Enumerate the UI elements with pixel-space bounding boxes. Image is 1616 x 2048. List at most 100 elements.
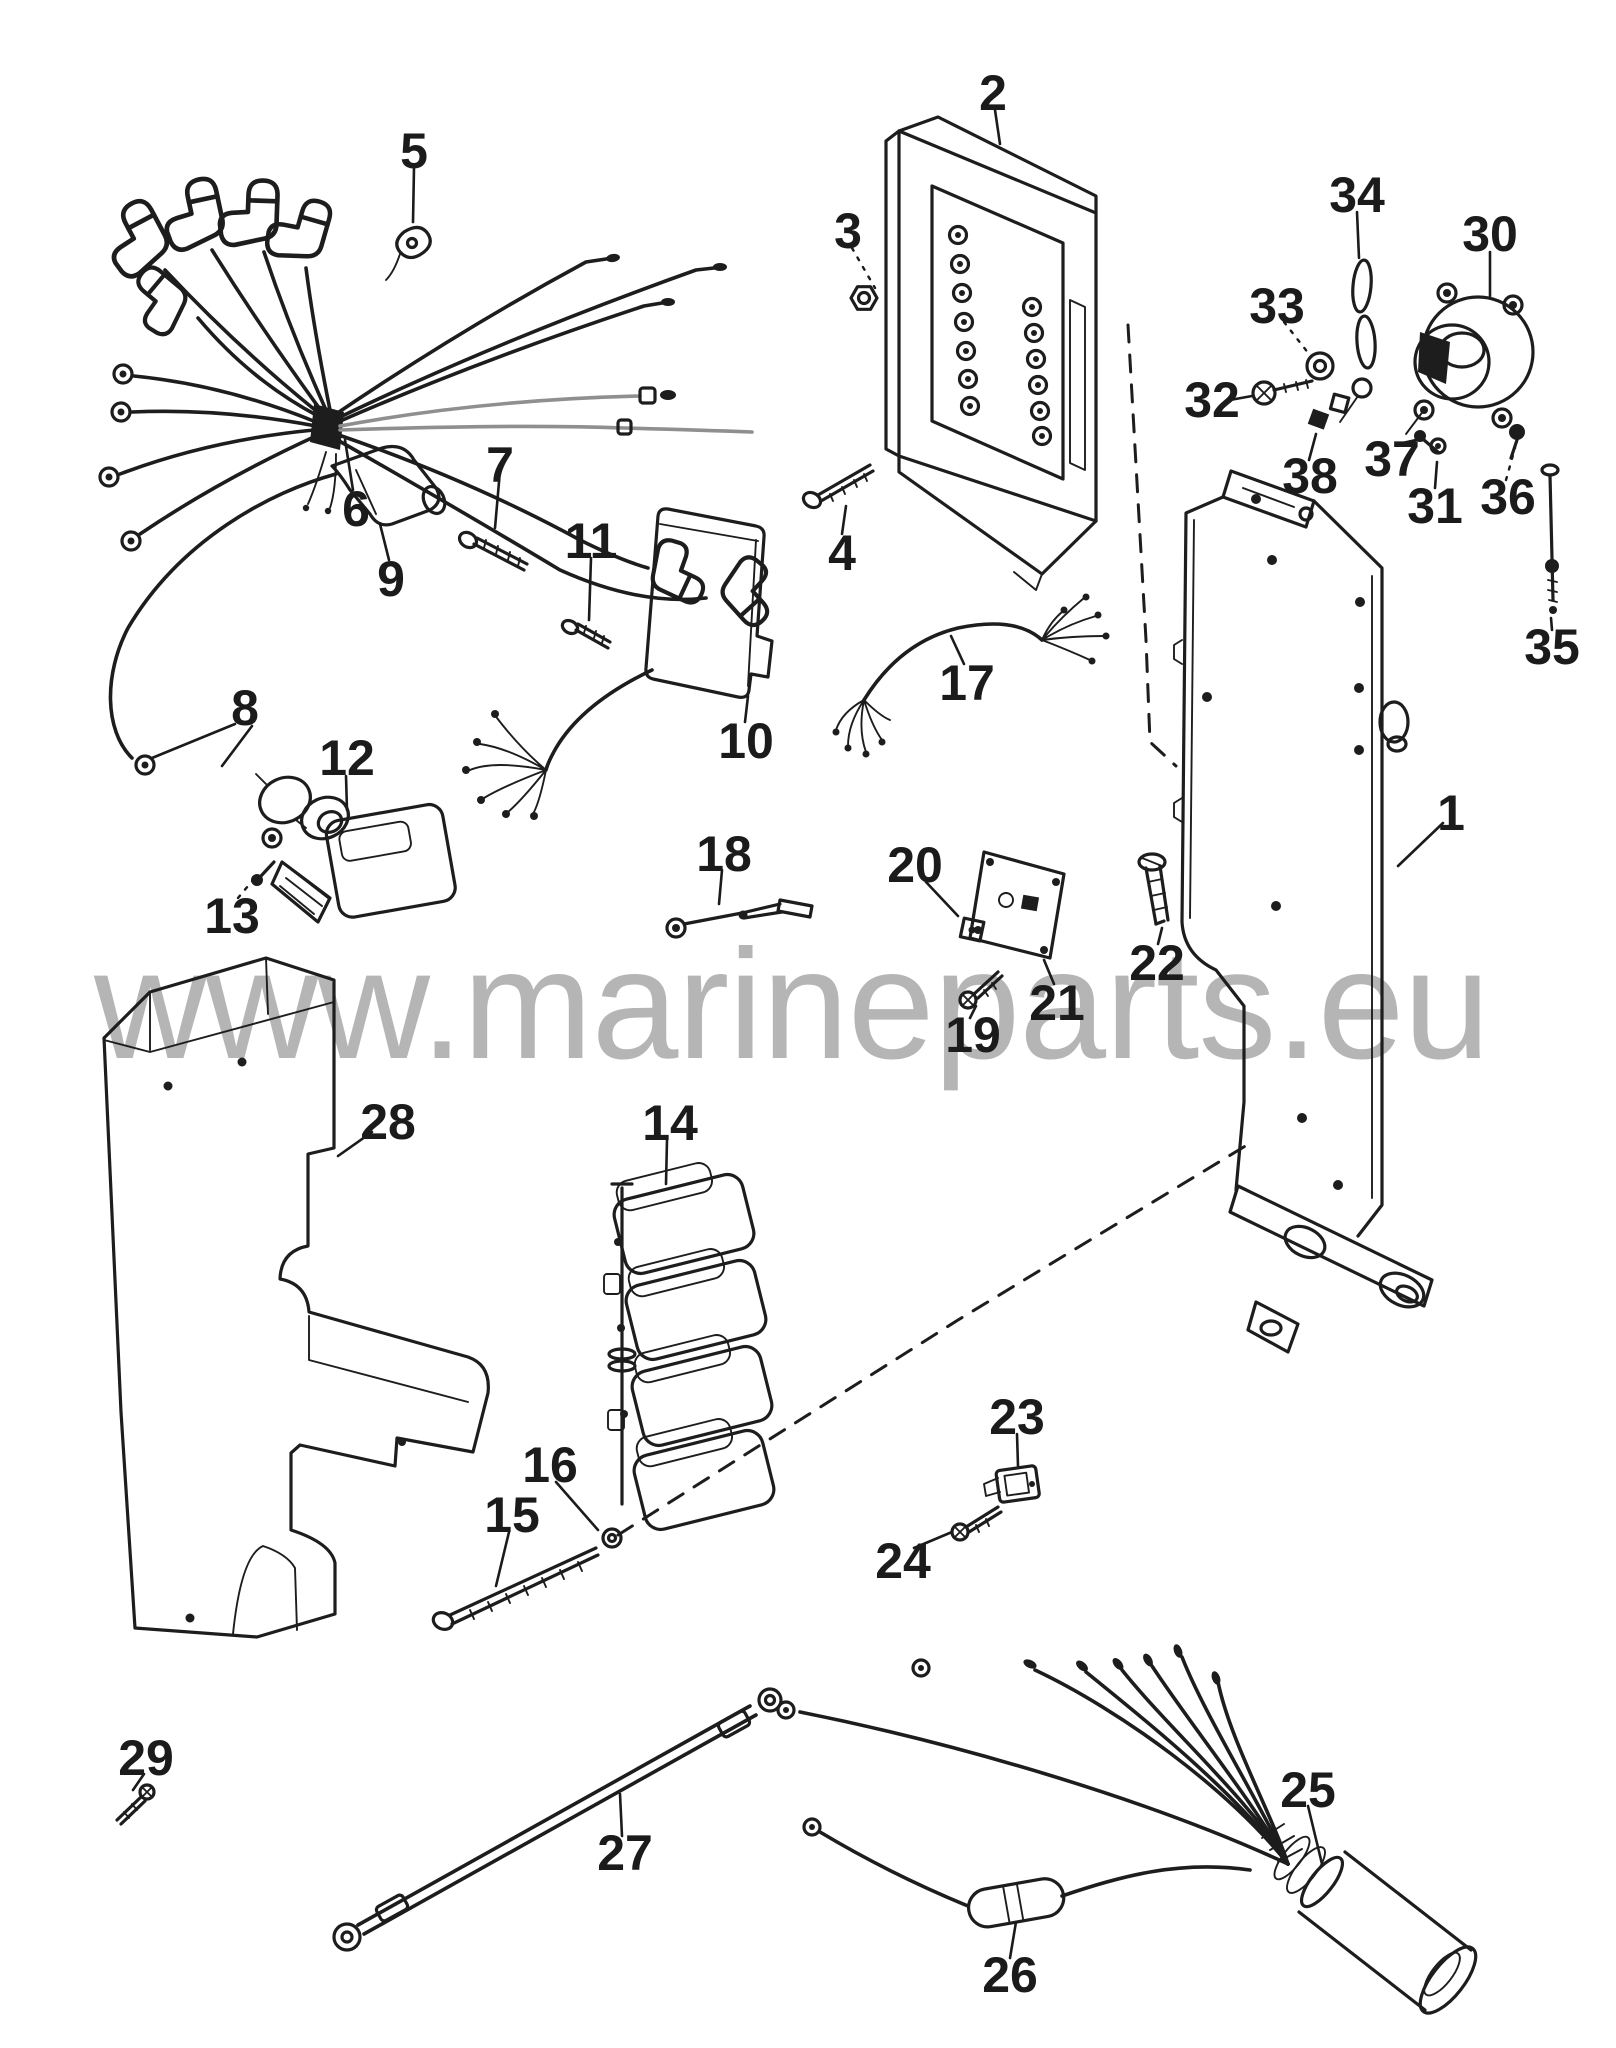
- part-label-7: 7: [486, 437, 514, 493]
- screw-4: [801, 463, 875, 510]
- main-harness-25: [776, 1644, 1478, 2015]
- screw-31: [1429, 437, 1447, 455]
- part-label-8: 8: [231, 680, 259, 736]
- link-chain-34: [1339, 258, 1377, 423]
- leader-line-29: [131, 1772, 146, 1792]
- leader-line-17: [949, 634, 966, 666]
- part-label-31: 31: [1407, 478, 1463, 534]
- leader-line-13: [236, 878, 255, 900]
- leader-line-8: [220, 724, 254, 768]
- wiring-harness-6: [94, 176, 790, 629]
- leader-line-24: [912, 1530, 954, 1550]
- leader-line-10: [743, 694, 750, 724]
- part-label-19: 19: [945, 1007, 1001, 1063]
- part-label-37: 37: [1364, 431, 1420, 487]
- part-label-33: 33: [1249, 278, 1305, 334]
- part-label-32: 32: [1184, 372, 1240, 428]
- bolt-35: [1540, 463, 1560, 614]
- dashed-line-panel-to-plate: [1126, 323, 1178, 768]
- leader-line-9: [378, 522, 391, 562]
- leader-line-33: [1282, 320, 1311, 356]
- part-label-23: 23: [989, 1389, 1045, 1445]
- part-label-25: 25: [1280, 1762, 1336, 1818]
- part-label-15: 15: [484, 1487, 540, 1543]
- screw-22: [1137, 852, 1170, 926]
- leader-line-28: [336, 1130, 374, 1158]
- screw-13: [251, 860, 276, 886]
- washer-33: [1305, 351, 1335, 381]
- terminal-screws-left: [947, 224, 981, 417]
- screw-15: [431, 1546, 600, 1631]
- part-label-6: 6: [342, 481, 370, 537]
- leader-line-23: [1015, 1432, 1020, 1468]
- part-label-2: 2: [979, 65, 1007, 121]
- part-label-17: 17: [939, 655, 995, 711]
- screw-29: [115, 1783, 156, 1826]
- part-label-22: 22: [1129, 935, 1185, 991]
- ignition-coil-stack-14: [603, 1162, 776, 1532]
- dashed-line-coils-to-plate: [616, 1140, 1254, 1537]
- cdi-module-10: [462, 507, 774, 820]
- part-label-11: 11: [565, 513, 618, 569]
- ground-link-18: [665, 898, 814, 939]
- part-label-13: 13: [204, 888, 260, 944]
- leader-line-14: [664, 1138, 669, 1186]
- part-label-1: 1: [1437, 785, 1465, 841]
- part-label-28: 28: [360, 1094, 416, 1150]
- leader-line-34: [1355, 210, 1361, 260]
- part-label-30: 30: [1462, 206, 1518, 262]
- part-label-3: 3: [834, 203, 862, 259]
- spark-plug-lead-9: [108, 444, 447, 776]
- bracket-21: [968, 850, 1066, 960]
- part-label-10: 10: [718, 713, 774, 769]
- part-label-12: 12: [319, 730, 375, 786]
- voltage-regulator-30: [1405, 282, 1535, 435]
- leader-line-5: [411, 166, 416, 224]
- leader-line-18: [717, 868, 724, 906]
- leader-line-4: [840, 504, 848, 536]
- leader-line-38: [1307, 432, 1318, 462]
- leader-line-16: [554, 1480, 600, 1532]
- leader-line-2: [993, 108, 1002, 146]
- nut-38: [1307, 392, 1351, 430]
- washer-16: [601, 1527, 623, 1549]
- leader-line-27: [618, 1792, 624, 1838]
- terminal-panel-2: [884, 115, 1098, 591]
- part-label-27: 27: [597, 1825, 653, 1881]
- assembly-dashed-lines: [616, 323, 1254, 1537]
- part-label-24: 24: [875, 1533, 931, 1589]
- screw-11: [560, 618, 612, 650]
- part-label-5: 5: [400, 123, 428, 179]
- leader-line-21: [1042, 958, 1056, 986]
- ignition-coil-12: [261, 802, 457, 924]
- leader-line-6: [343, 438, 355, 492]
- part-label-36: 36: [1480, 469, 1536, 525]
- part-label-26: 26: [982, 1947, 1038, 2003]
- leader-line-11: [587, 556, 593, 622]
- leader-line-20: [924, 880, 960, 918]
- leader-line-3: [850, 246, 877, 290]
- part-label-9: 9: [377, 551, 405, 607]
- screw-7: [457, 530, 529, 572]
- screw-24: [950, 1505, 1003, 1542]
- nut-3: [849, 285, 879, 311]
- callout-layer: 1234567891011121314151617181920212223242…: [118, 65, 1580, 2003]
- leader-line-31: [1433, 460, 1439, 490]
- leader-line-19: [968, 1004, 978, 1020]
- screw-36: [1509, 424, 1525, 460]
- cable-clamp-23: [983, 1464, 1041, 1504]
- part-label-35: 35: [1524, 619, 1580, 675]
- leader-line-26: [1008, 1920, 1018, 1960]
- part-label-20: 20: [887, 837, 943, 893]
- screw-19: [958, 970, 1004, 1010]
- electrical-cover-28: [102, 956, 490, 1639]
- terminal-screws-right: [1021, 296, 1053, 447]
- leader-line-12: [344, 774, 349, 812]
- pigtail-harness-17: [832, 593, 1110, 758]
- leader-line-15: [494, 1530, 511, 1588]
- part-label-18: 18: [696, 826, 752, 882]
- part-label-34: 34: [1329, 167, 1385, 223]
- leader-line-8: [150, 722, 237, 760]
